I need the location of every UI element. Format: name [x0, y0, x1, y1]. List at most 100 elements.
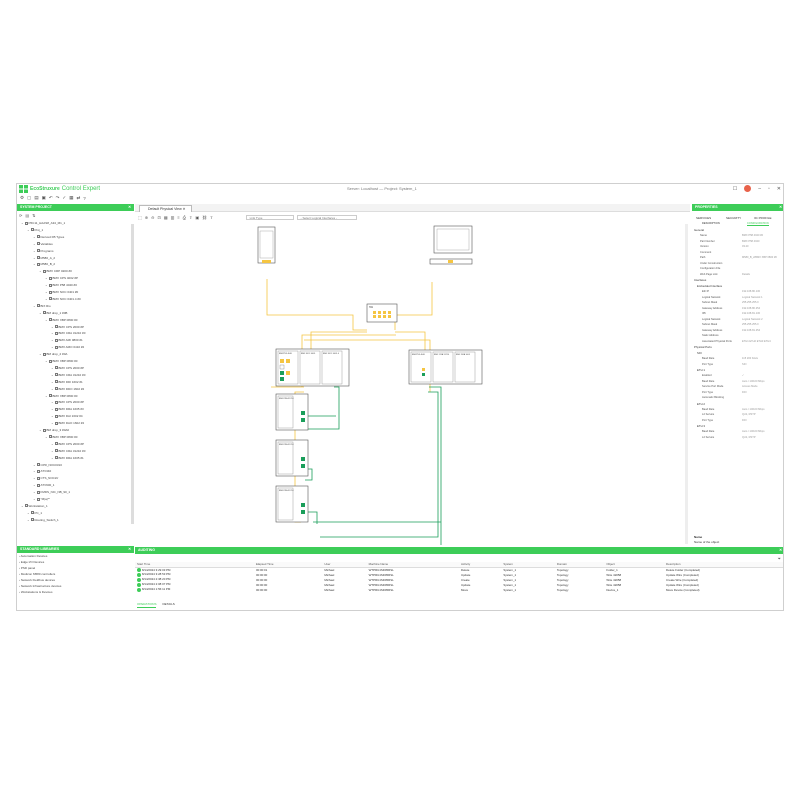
property-value[interactable]: 03.20	[742, 245, 749, 248]
tree-node[interactable]: ⌄BMX CPS 2000 #P	[51, 366, 84, 370]
filter-icon[interactable]: ⏷	[777, 556, 781, 561]
tree-node[interactable]: ⌄ATV600_1	[33, 483, 54, 487]
rack-b[interactable]: BMXP58 4040 BMX CRA 31210 BMX DRA 1605	[408, 349, 483, 385]
expand-icon[interactable]: ⌄	[51, 365, 54, 370]
tab-details[interactable]: DETAILS	[162, 602, 175, 606]
tab-services[interactable]: SERVICES	[696, 216, 712, 220]
tree-node[interactable]: ⌄BMX DAO 1602 #4	[51, 421, 84, 425]
tree-node[interactable]: ⌄CTS_NOCtrlr	[33, 476, 58, 480]
property-value[interactable]: BMX P58 4040 #0	[742, 234, 764, 237]
library-item[interactable]: › Network Fieldbus devices	[19, 578, 55, 582]
expand-icon[interactable]: ⌄	[51, 386, 54, 391]
expand-icon[interactable]: ⌄	[27, 517, 30, 522]
expand-icon[interactable]: ⌄	[51, 407, 54, 412]
tree-node[interactable]: ⌄BMX AMO 0410 #2	[51, 345, 84, 349]
topology-canvas[interactable]: SW BMXP58 4040 BMX NOC 0401 BMX NOC 0401…	[135, 222, 690, 552]
tree-node[interactable]: ⌄BM drop_3 #0A0	[39, 428, 69, 432]
column-header[interactable]: Activity	[458, 562, 502, 568]
rack-a[interactable]: BMXP58 4040 BMX NOC 0401 BMX NOC 0401.4	[275, 348, 350, 387]
help-icon[interactable]: ?	[83, 195, 86, 201]
column-header[interactable]: Domain	[554, 562, 605, 568]
expand-icon[interactable]: ⌄	[45, 317, 48, 322]
property-value[interactable]: 192.168.81.130	[742, 312, 761, 315]
tree-node[interactable]: ⌄M580_A_2	[33, 256, 55, 260]
property-value[interactable]: Details	[742, 272, 750, 276]
property-value[interactable]: ETH1 ETH2 ETH3 ETH4	[742, 339, 771, 343]
property-section[interactable]: ETH 3	[697, 424, 705, 428]
expand-icon[interactable]: ⌄	[51, 421, 54, 426]
expand-icon[interactable]: ⌄	[33, 303, 36, 308]
column-header[interactable]: Description	[664, 562, 783, 568]
tree-node[interactable]: ⌄P6C11_HAAS8_A34_M1_1	[21, 221, 65, 225]
expand-icon[interactable]: ⌄	[33, 262, 36, 267]
link-type-select[interactable]: Link Type	[245, 214, 294, 220]
column-header[interactable]: Object	[604, 562, 665, 568]
hmi-device[interactable]	[257, 226, 276, 264]
expand-icon[interactable]: ⌄	[39, 428, 42, 432]
expand-icon[interactable]: ⌄	[33, 490, 36, 495]
tree-node[interactable]: ⌄BMX DAI 1602 #4	[51, 414, 83, 418]
tree-node[interactable]: ⌄Routing_Switch_1	[27, 518, 59, 522]
expand-icon[interactable]: ⌄	[39, 352, 42, 357]
tree-node[interactable]: ⌄BMX CRA 31210 #0	[51, 331, 85, 335]
library-item[interactable]: › Modicon M580 controllers	[19, 572, 55, 576]
property-value[interactable]: SIO	[742, 362, 747, 366]
expand-icon[interactable]: ⌄	[27, 227, 30, 232]
text-icon[interactable]: T	[210, 214, 213, 220]
property-value[interactable]: 115 200 bits/s	[742, 357, 758, 360]
tree-node[interactable]: ⌄BMX XBP 0800 #0	[45, 318, 77, 322]
library-item[interactable]: › PSD panel	[19, 566, 35, 570]
tree-node[interactable]: ⌄BMX NOC 0401.4 #0	[45, 297, 81, 301]
expand-icon[interactable]: ⌄	[21, 503, 24, 508]
tree-scrollbar[interactable]	[131, 224, 134, 524]
property-value[interactable]: Logical Network 2	[742, 317, 763, 321]
column-header[interactable]: Start Time	[135, 562, 254, 568]
property-value[interactable]: QoS, RSTP	[742, 435, 756, 439]
tree-node[interactable]: ⌄BMX CPS 2000 #P	[51, 325, 84, 329]
property-value[interactable]: Auto / 10/100 Mbps	[742, 379, 765, 383]
save-icon[interactable]: ▣	[41, 195, 46, 200]
tree-node[interactable]: ⌄BMX XBP 0800 #0	[45, 394, 77, 398]
drop-2[interactable]: BMXCRA 31210	[275, 439, 309, 477]
expand-icon[interactable]: ⌄	[51, 345, 54, 350]
panel-close-icon[interactable]: ✕	[128, 205, 131, 209]
lock-icon[interactable]: ▣	[195, 214, 200, 220]
tree-node[interactable]: ⌄Variables	[33, 242, 53, 246]
column-header[interactable]: System	[501, 562, 555, 568]
property-value[interactable]: 192.168.80.130	[742, 290, 761, 293]
tree-node[interactable]: ⌄BMX CPS 2000 #P	[51, 400, 84, 404]
layout-icon[interactable]: ▥	[170, 214, 175, 220]
column-header[interactable]: User	[322, 562, 367, 568]
expand-icon[interactable]: ⌄	[51, 414, 54, 419]
tab-iic-profile[interactable]: IIC PROFILE	[754, 216, 772, 220]
column-header[interactable]: Elapsed Time	[253, 562, 323, 568]
tab-close-icon[interactable]: ✕	[182, 207, 186, 211]
expand-icon[interactable]: ⌄	[51, 455, 54, 460]
property-value[interactable]: 192.168.81.254	[742, 328, 761, 332]
refresh-icon[interactable]: ⟳	[19, 213, 23, 218]
tree-node[interactable]: ⌄BM drop_1 #0B	[39, 311, 67, 315]
tab-default-physical-view[interactable]: Default Physical View ✕	[139, 205, 192, 212]
expand-icon[interactable]: ⌄	[33, 462, 36, 467]
tree-node[interactable]: ⌄BIX Rio	[33, 304, 51, 308]
open-icon[interactable]: ▤	[34, 195, 39, 200]
select-icon[interactable]: ⬚	[138, 214, 142, 220]
expand-icon[interactable]: ⌄	[39, 310, 42, 315]
property-value[interactable]: DIO	[742, 418, 747, 422]
tree-node[interactable]: ⌄BMX CRP 0200 #0	[39, 269, 72, 273]
expand-icon[interactable]: ⌄	[51, 400, 54, 405]
zoom-fit-icon[interactable]: ⊡	[157, 214, 161, 220]
tree-node[interactable]: ⌄Programs	[33, 249, 54, 253]
maximize-icon[interactable]: ▫	[768, 185, 770, 192]
expand-icon[interactable]: ⌄	[21, 221, 24, 225]
library-item[interactable]: › Workstations & Devices	[19, 590, 52, 594]
link-icon[interactable]: ⛓	[202, 214, 208, 220]
zoom-in-icon[interactable]: ⊕	[144, 214, 149, 220]
expand-icon[interactable]: ⌄	[45, 434, 48, 439]
expand-icon[interactable]: ⌄	[51, 379, 54, 384]
property-section[interactable]: Interfaces	[694, 278, 707, 282]
tree-node[interactable]: ⌄BMX DRA 1605 #3	[51, 407, 84, 411]
